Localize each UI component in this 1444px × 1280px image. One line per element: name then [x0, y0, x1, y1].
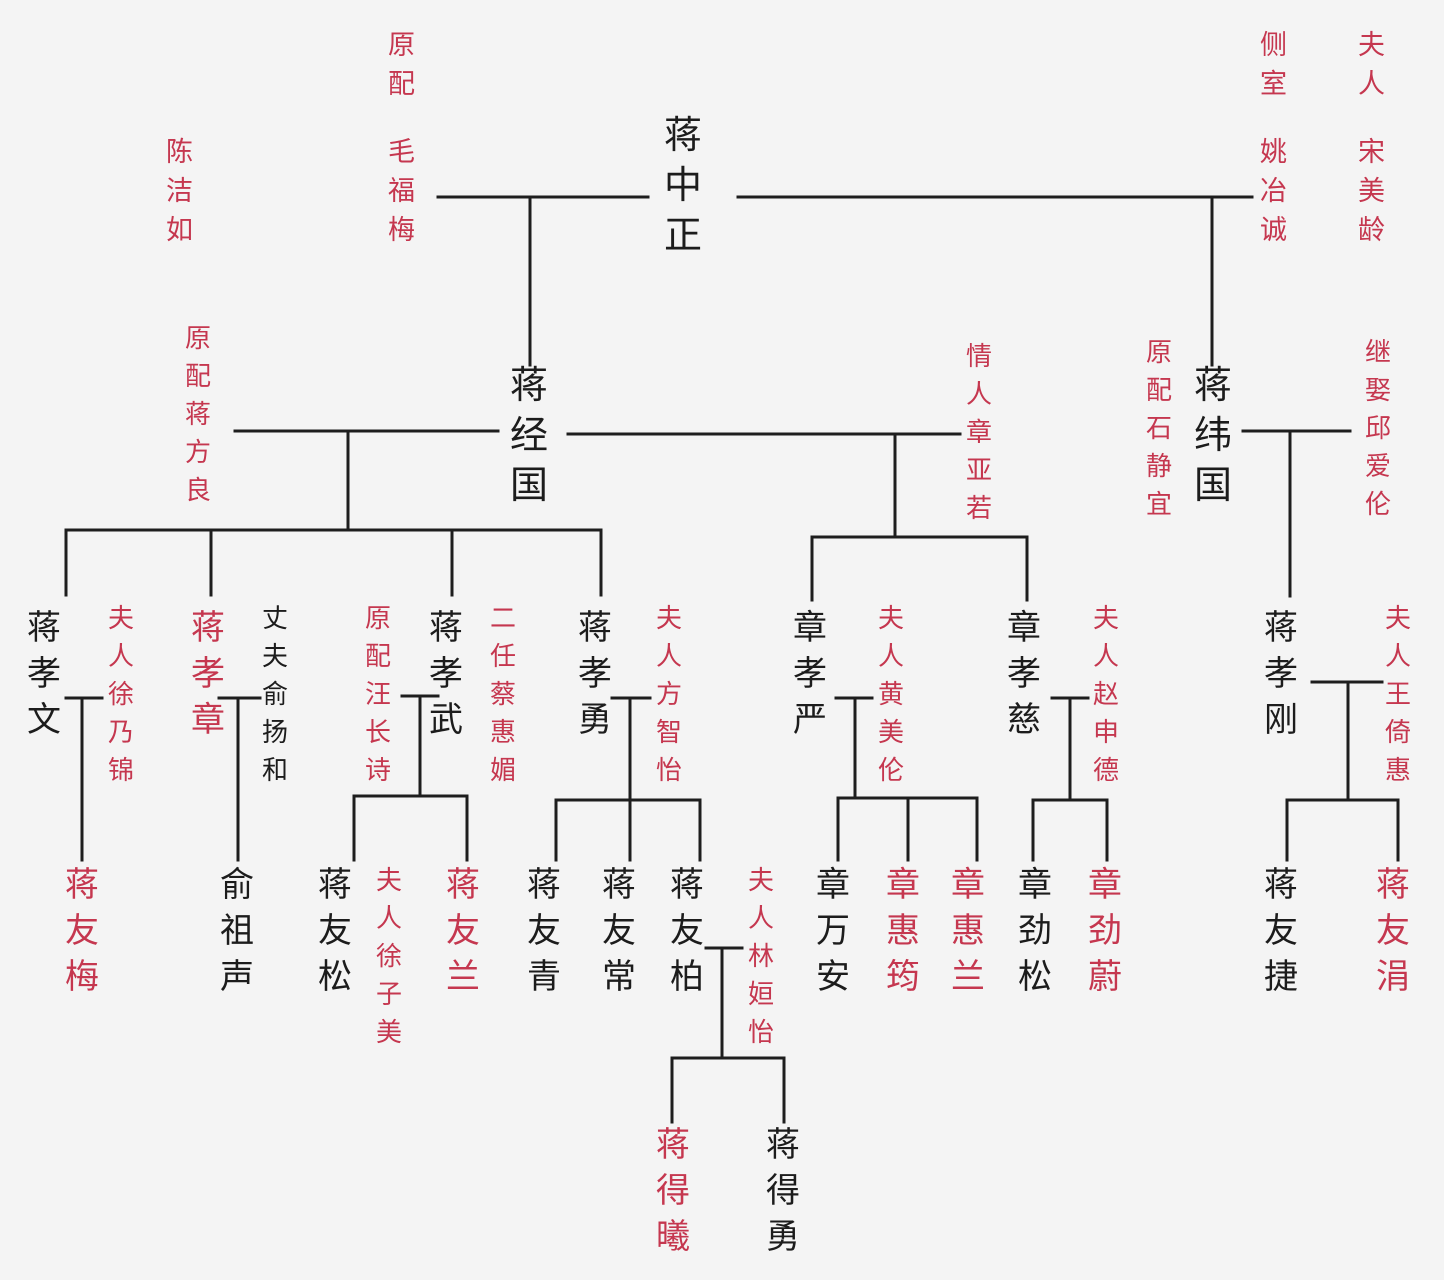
title-song-meiling: 夫人	[1358, 30, 1385, 100]
person-chiang-hsiaoyung: 蒋孝勇	[578, 608, 612, 740]
person-chiang-yujie: 蒋友捷	[1264, 865, 1298, 997]
person-chang-jinsong: 章劲松	[1018, 865, 1052, 997]
person-huang-meilun: 夫人黄美伦	[878, 604, 905, 786]
person-chiang-yuqing: 蒋友青	[527, 865, 561, 997]
person-cai-huimei: 二任蔡惠媚	[490, 604, 517, 786]
person-chiang-hsiaokang: 蒋孝刚	[1264, 608, 1298, 740]
person-chiang-weikuo: 蒋纬国	[1194, 363, 1233, 507]
person-zhang-yaruo: 情人章亚若	[966, 342, 993, 524]
person-chiang-yusong: 蒋友松	[318, 865, 352, 997]
person-yu-yanghe: 丈夫俞扬和	[262, 604, 289, 786]
person-chiang-yumei: 蒋友梅	[65, 865, 99, 997]
person-song-meiling: 宋美龄	[1358, 137, 1385, 246]
person-mao-fumei: 毛福梅	[388, 137, 415, 246]
person-yu-zusheng: 俞祖声	[220, 865, 254, 997]
person-chang-huiyun: 章惠筠	[886, 865, 920, 997]
person-chiang-yulan: 蒋友兰	[446, 865, 480, 997]
person-chiang-hsiaowen: 蒋孝文	[27, 608, 61, 740]
title-mao-fumei: 原配	[388, 30, 415, 100]
person-chiang-hsiaochang: 蒋孝章	[191, 608, 225, 740]
person-chang-jinwei: 章劲蔚	[1088, 865, 1122, 997]
title-yao-yecheng: 侧室	[1260, 30, 1287, 100]
person-chiang-deyong: 蒋得勇	[766, 1125, 800, 1257]
person-chiang-chingkuo: 蒋经国	[510, 363, 549, 507]
person-lin-youyi: 夫人林姮怡	[748, 866, 775, 1048]
person-chang-huilan: 章惠兰	[951, 865, 985, 997]
person-fang-liang: 原配蒋方良	[185, 324, 212, 506]
person-wang-yihui: 夫人王倚惠	[1385, 604, 1412, 786]
person-zhao-shenxing: 夫人赵申德	[1093, 604, 1120, 786]
person-chen-jieru: 陈洁如	[166, 137, 193, 246]
person-chang-hsiaotzu: 章孝慈	[1007, 608, 1041, 740]
person-chiang-dexi: 蒋得曦	[656, 1125, 690, 1257]
person-yao-yecheng: 姚冶诚	[1260, 137, 1287, 246]
person-xu-zimei: 夫人徐子美	[376, 866, 403, 1048]
person-chiang-hsiaowu: 蒋孝武	[429, 608, 463, 740]
person-chang-hsiaoyen: 章孝严	[793, 608, 827, 740]
person-chiang-yuchang: 蒋友常	[602, 865, 636, 997]
person-chiang-yujuan: 蒋友涓	[1376, 865, 1410, 997]
person-shi-jingyi: 原配石静宜	[1146, 338, 1173, 520]
person-chiang-kaishek: 蒋中正	[664, 113, 703, 257]
person-qiu-aelun: 继娶邱爱伦	[1365, 338, 1392, 520]
person-wang-changshi: 原配汪长诗	[365, 604, 392, 786]
person-xu-naijin: 夫人徐乃锦	[108, 604, 135, 786]
person-chiang-yubo: 蒋友柏	[670, 865, 704, 997]
person-chang-wanan: 章万安	[816, 865, 850, 997]
person-fang-zhiyi: 夫人方智怡	[656, 604, 683, 786]
